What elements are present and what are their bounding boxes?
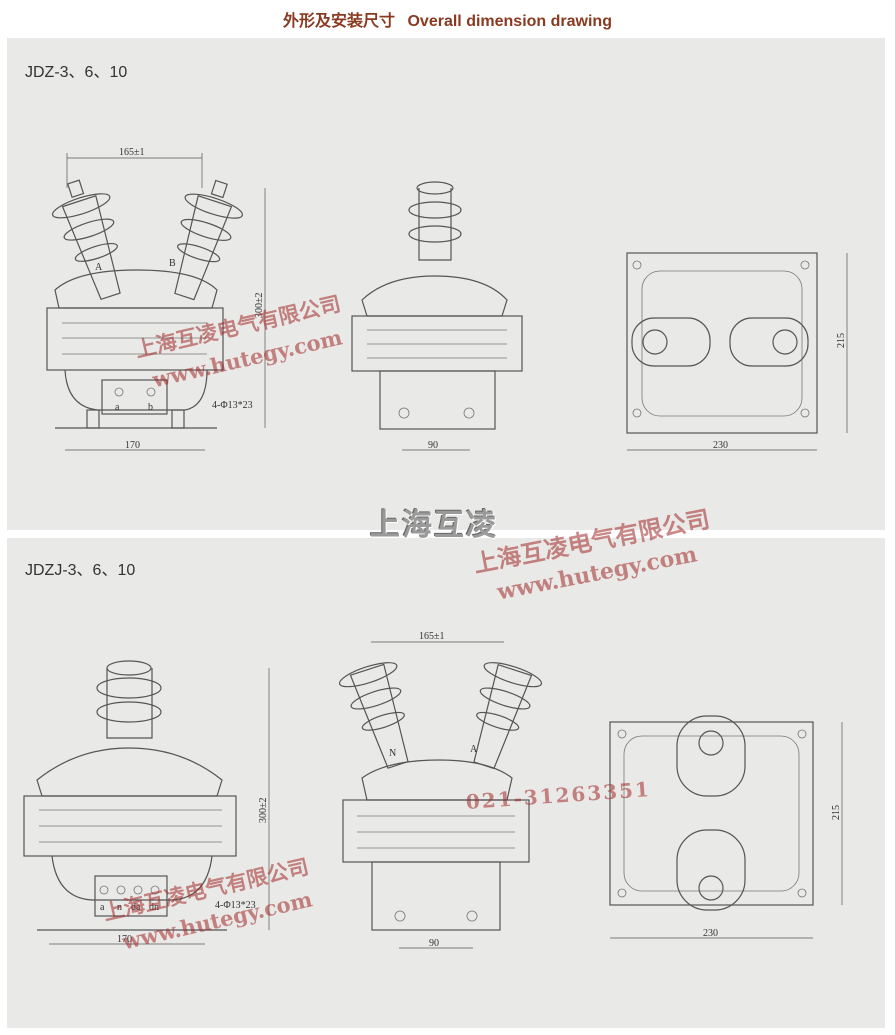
dim-plate-height: 215 <box>831 805 842 820</box>
panel-jdz: JDZ-3、6、10 A B <box>7 38 885 530</box>
drawing-jdz: A B a b 165±1 170 <box>46 147 848 451</box>
dim-plate-width: 230 <box>703 928 718 939</box>
sec-a-label: a <box>100 902 105 913</box>
dim-plate-width: 230 <box>713 440 728 451</box>
dim-plate-height: 215 <box>836 333 847 348</box>
model-label: JDZJ-3、6、10 <box>25 562 136 579</box>
dim-height: 300±2 <box>254 293 265 319</box>
top-view: 230 215 <box>626 252 848 451</box>
dim-base-depth: 90 <box>429 938 439 949</box>
sec-a-label: a <box>115 402 120 413</box>
dim-base-width: 170 <box>125 440 140 451</box>
front-view: a n da dn 170 300±2 4-Φ13*23 <box>23 660 270 945</box>
dim-terminal-spacing: 165±1 <box>419 631 445 642</box>
drawing-jdzj: a n da dn 170 300±2 4-Φ13*23 <box>23 631 843 949</box>
sec-da-label: da <box>131 902 141 913</box>
dim-base-depth: 90 <box>428 440 438 451</box>
dim-height: 300±2 <box>258 798 269 824</box>
page-title: 外形及安装尺寸 Overall dimension drawing <box>0 7 895 31</box>
dim-holes: 4-Φ13*23 <box>212 400 253 411</box>
terminal-b-label: B <box>169 258 176 269</box>
sec-dn-label: dn <box>149 902 159 913</box>
title-cn: 外形及安装尺寸 <box>283 11 396 30</box>
sec-b-label: b <box>148 402 153 413</box>
sec-n-label: n <box>117 902 122 913</box>
panel-jdzj: JDZJ-3、6、10 a n da dn 170 <box>7 538 885 1028</box>
terminal-n-label: N <box>389 748 396 759</box>
front-view: A B a b 165±1 170 <box>46 147 266 451</box>
dim-base-width: 170 <box>117 934 132 945</box>
model-label: JDZ-3、6、10 <box>25 64 128 81</box>
title-en: Overall dimension drawing <box>407 13 612 30</box>
top-view: 230 215 <box>609 715 843 939</box>
dim-terminal-spacing: 165±1 <box>119 147 145 158</box>
terminal-a-label: A <box>470 744 478 755</box>
side-view: 90 <box>351 181 523 451</box>
side-view: N A 165±1 90 <box>338 631 543 949</box>
terminal-a-label: A <box>95 262 103 273</box>
dim-holes: 4-Φ13*23 <box>215 900 256 911</box>
watermark-short: 上海互凌 <box>370 508 498 543</box>
